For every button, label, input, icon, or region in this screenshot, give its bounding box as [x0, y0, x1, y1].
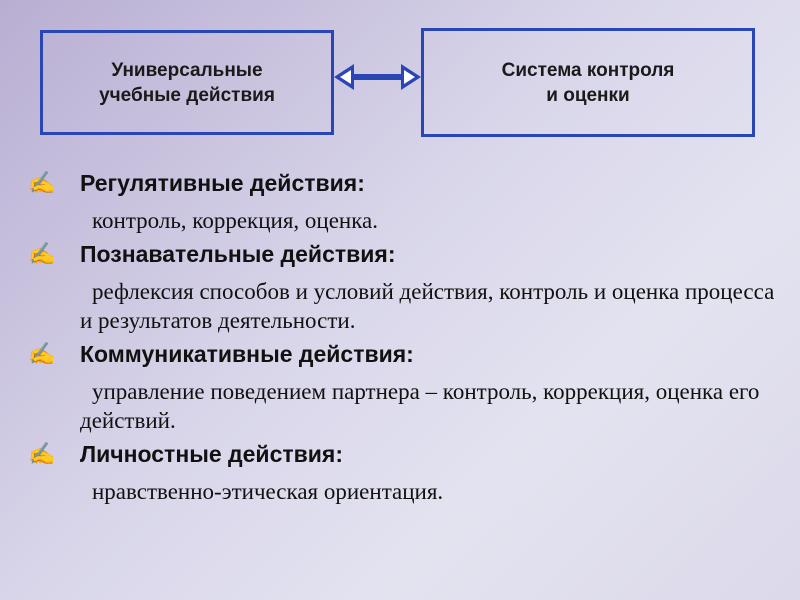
cognitive-title: Познавательные действия: — [80, 241, 396, 267]
list-item-heading: ✍ Регулятивные действия: — [28, 168, 788, 198]
list-item-heading: ✍ Личностные действия: — [28, 439, 788, 469]
control-system-box: Система контроля и оценки — [421, 28, 755, 137]
list-item-heading: ✍ Познавательные действия: — [28, 239, 788, 269]
double-arrow-icon — [334, 64, 421, 90]
communicative-body: управление поведением партнера – контрол… — [80, 379, 760, 433]
action-list: ✍ Регулятивные действия: контроль, корре… — [28, 168, 788, 510]
writing-hand-icon: ✍ — [28, 241, 56, 266]
communicative-title: Коммуникативные действия: — [80, 341, 414, 367]
personal-body: нравственно-этическая ориентация. — [92, 479, 444, 504]
cognitive-body: рефлексия способов и условий действия, к… — [80, 279, 775, 333]
regulative-body: контроль, коррекция, оценка. — [92, 208, 379, 233]
regulative-title: Регулятивные действия: — [80, 170, 365, 196]
uud-box-label: Универсальные учебные действия — [99, 59, 275, 106]
writing-hand-icon: ✍ — [28, 341, 56, 366]
control-system-box-label: Система контроля и оценки — [501, 59, 675, 106]
writing-hand-icon: ✍ — [28, 170, 56, 195]
list-item-heading: ✍ Коммуникативные действия: — [28, 339, 788, 369]
personal-title: Личностные действия: — [80, 441, 343, 467]
writing-hand-icon: ✍ — [28, 441, 56, 466]
uud-box: Универсальные учебные действия — [40, 30, 334, 135]
